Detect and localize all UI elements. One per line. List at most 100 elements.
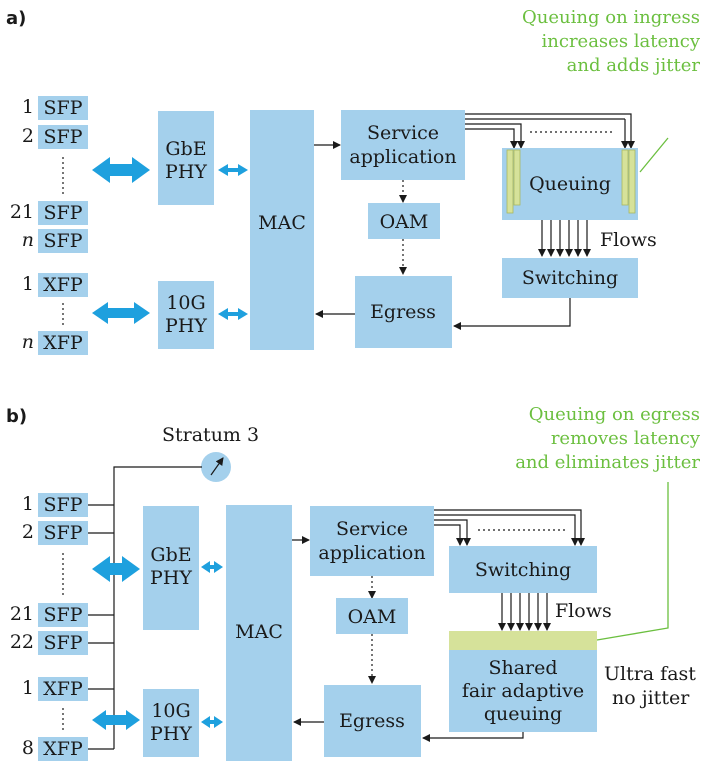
stratum-label: Stratum 3 bbox=[162, 424, 259, 446]
panel-b-caption: b) bbox=[6, 406, 27, 427]
shared-queue-b bbox=[449, 650, 597, 732]
queuing-a bbox=[502, 148, 638, 220]
small-arrow-a-10g bbox=[218, 308, 248, 320]
port-a-1-type: SFP bbox=[44, 97, 83, 119]
flows-a-arrows bbox=[538, 220, 591, 257]
double-arrow-a-gbe bbox=[92, 157, 150, 183]
port-a-6-type: XFP bbox=[43, 332, 83, 354]
port-a-5 bbox=[38, 273, 88, 297]
switching-a-label: Switching bbox=[522, 267, 618, 289]
flow-a-1 bbox=[465, 113, 635, 149]
port-a-4 bbox=[38, 229, 88, 253]
ultra-fast-line1: Ultra fast bbox=[604, 663, 696, 685]
egress-a bbox=[355, 276, 452, 348]
small-arrow-a-gbe bbox=[218, 164, 248, 176]
port-b-3-type: SFP bbox=[44, 604, 83, 626]
arrow-a-switching-egress bbox=[453, 298, 571, 330]
port-a-6-num: n bbox=[22, 331, 34, 353]
service-b-line1: Service bbox=[336, 518, 408, 540]
arrow-b-queue-egress bbox=[422, 732, 524, 742]
port-b-6 bbox=[38, 737, 88, 761]
port-b-5-type: XFP bbox=[43, 678, 83, 700]
port-b-6-type: XFP bbox=[43, 738, 83, 760]
queue-bar-a-left-2 bbox=[513, 149, 521, 206]
gbe-phy-a-line1: GbE bbox=[165, 138, 206, 160]
queue-bar-a-left-1 bbox=[506, 149, 514, 214]
egress-note-line-1: Queuing on egress bbox=[529, 404, 700, 425]
double-arrow-b-gbe bbox=[92, 556, 140, 582]
port-a-5-type: XFP bbox=[43, 274, 83, 296]
port-b-3-num: 21 bbox=[10, 603, 34, 625]
queue-bar-a-right-1 bbox=[621, 149, 629, 206]
port-b-3 bbox=[38, 603, 88, 627]
panel-a: a) Queuing on ingress increases latency … bbox=[6, 7, 701, 355]
service-a-line1: Service bbox=[367, 122, 439, 144]
gbe-phy-b bbox=[143, 506, 199, 630]
port-a-5-num: 1 bbox=[22, 273, 34, 295]
port-a-4-type: SFP bbox=[44, 230, 83, 252]
egress-a-label: Egress bbox=[370, 301, 436, 323]
stratum-needle-icon bbox=[210, 457, 224, 476]
double-arrow-a-10g bbox=[92, 302, 150, 324]
flows-b-arrows bbox=[498, 593, 551, 631]
queuing-a-label: Queuing bbox=[529, 173, 611, 195]
phy-10g-b-line1: 10G bbox=[151, 700, 190, 722]
port-a-3-type: SFP bbox=[44, 202, 83, 224]
ports-b: 1 SFP 2 SFP 21 SFP 22 SFP 1 XFP 8 XFP bbox=[10, 493, 88, 761]
phy-10g-b bbox=[143, 689, 199, 757]
gbe-phy-a-line2: PHY bbox=[165, 161, 207, 183]
port-b-1 bbox=[38, 493, 88, 517]
port-b-2-num: 2 bbox=[22, 521, 34, 543]
service-app-b bbox=[310, 506, 434, 576]
port-a-1 bbox=[38, 96, 88, 120]
phy-10g-a-line2: PHY bbox=[165, 315, 207, 337]
shared-queue-bar bbox=[449, 631, 597, 650]
mac-b-label: MAC bbox=[235, 621, 283, 643]
port-a-2-num: 2 bbox=[22, 125, 34, 147]
ingress-note-line-2: increases latency bbox=[542, 31, 701, 52]
service-app-a bbox=[341, 110, 465, 180]
ingress-note-line-3: and adds jitter bbox=[567, 55, 701, 76]
shared-queue-line2: fair adaptive bbox=[462, 680, 584, 702]
small-arrow-b-10g bbox=[201, 716, 223, 728]
mac-a-label: MAC bbox=[258, 212, 306, 234]
double-arrow-b-10g bbox=[92, 710, 140, 730]
service-b-line2: application bbox=[318, 542, 425, 564]
phy-10g-a bbox=[158, 281, 214, 349]
egress-b bbox=[324, 685, 421, 757]
port-b-2-type: SFP bbox=[44, 522, 83, 544]
ingress-note-line-1: Queuing on ingress bbox=[522, 7, 700, 28]
port-b-4-num: 22 bbox=[10, 631, 34, 653]
switching-a bbox=[502, 258, 638, 298]
phy-10g-b-line2: PHY bbox=[150, 723, 192, 745]
flows-a-label: Flows bbox=[600, 229, 657, 251]
gbe-phy-b-line1: GbE bbox=[150, 544, 191, 566]
gbe-phy-b-line2: PHY bbox=[150, 567, 192, 589]
port-a-2 bbox=[38, 125, 88, 149]
clock-ticks bbox=[88, 504, 114, 750]
ultra-fast-line2: no jitter bbox=[612, 687, 690, 709]
service-a-line2: application bbox=[349, 146, 456, 168]
flow-b-3 bbox=[434, 519, 471, 546]
port-b-5 bbox=[38, 677, 88, 701]
switching-b-label: Switching bbox=[475, 559, 571, 581]
port-b-6-num: 8 bbox=[22, 737, 34, 759]
clock-distribution-line bbox=[113, 466, 202, 749]
shared-queue-line1: Shared bbox=[488, 657, 557, 679]
oam-b bbox=[336, 598, 408, 634]
port-a-2-type: SFP bbox=[44, 126, 83, 148]
oam-b-label: OAM bbox=[348, 606, 397, 628]
port-a-1-num: 1 bbox=[22, 96, 34, 118]
mac-b bbox=[226, 505, 292, 761]
panel-b: b) Queuing on egress removes latency and… bbox=[6, 404, 701, 761]
port-a-3 bbox=[38, 201, 88, 225]
switching-b bbox=[449, 546, 597, 593]
egress-note-pointer bbox=[596, 482, 669, 641]
panel-a-caption: a) bbox=[6, 8, 26, 29]
port-b-4-type: SFP bbox=[44, 632, 83, 654]
port-b-1-num: 1 bbox=[22, 493, 34, 515]
flow-b-1 bbox=[434, 509, 585, 546]
flow-a-4 bbox=[465, 128, 518, 149]
ingress-note-pointer bbox=[639, 137, 669, 173]
